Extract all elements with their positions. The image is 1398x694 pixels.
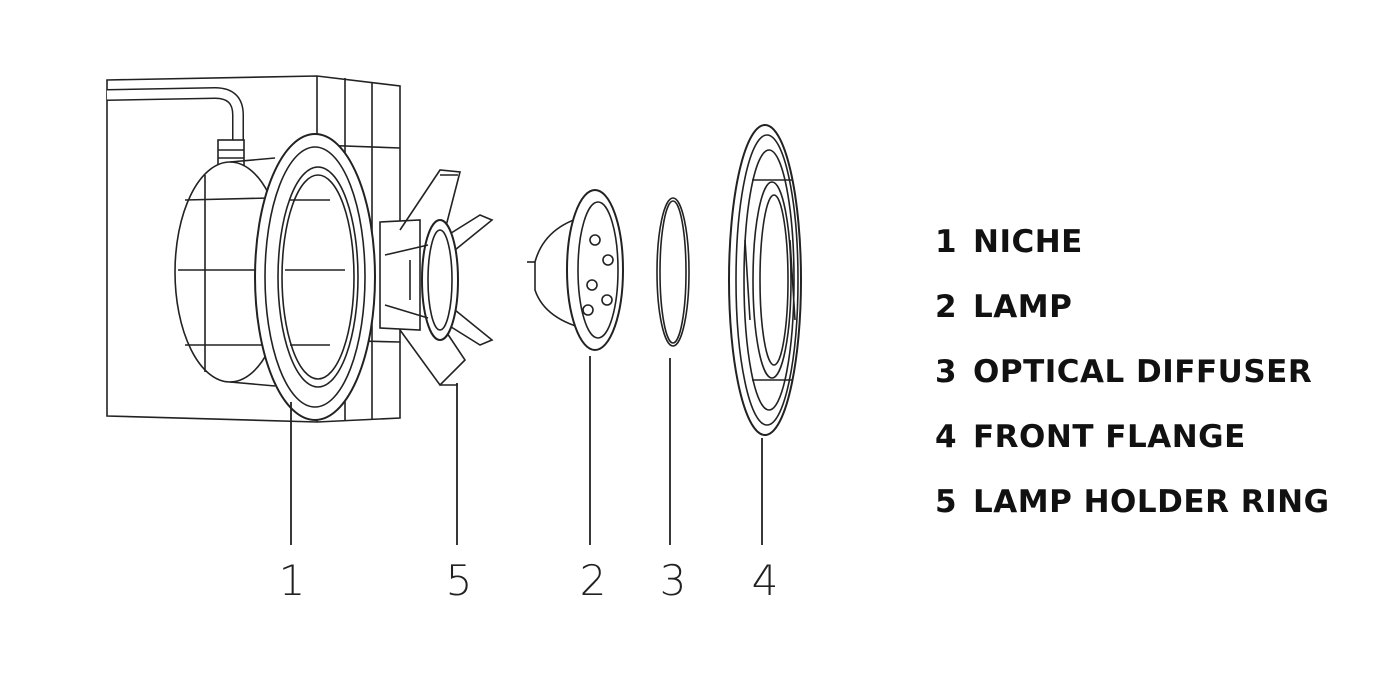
callout-1: 1 — [278, 556, 306, 605]
niche — [106, 75, 401, 423]
callout-5: 5 — [445, 556, 473, 605]
lamp-holder-ring — [379, 169, 494, 387]
optical-diffuser — [656, 197, 690, 347]
leader-lines — [290, 356, 763, 545]
callout-4: 4 — [751, 556, 779, 605]
lamp — [527, 189, 624, 351]
callout-2: 2 — [579, 556, 607, 605]
front-flange — [728, 124, 802, 436]
callout-3: 3 — [659, 556, 687, 605]
